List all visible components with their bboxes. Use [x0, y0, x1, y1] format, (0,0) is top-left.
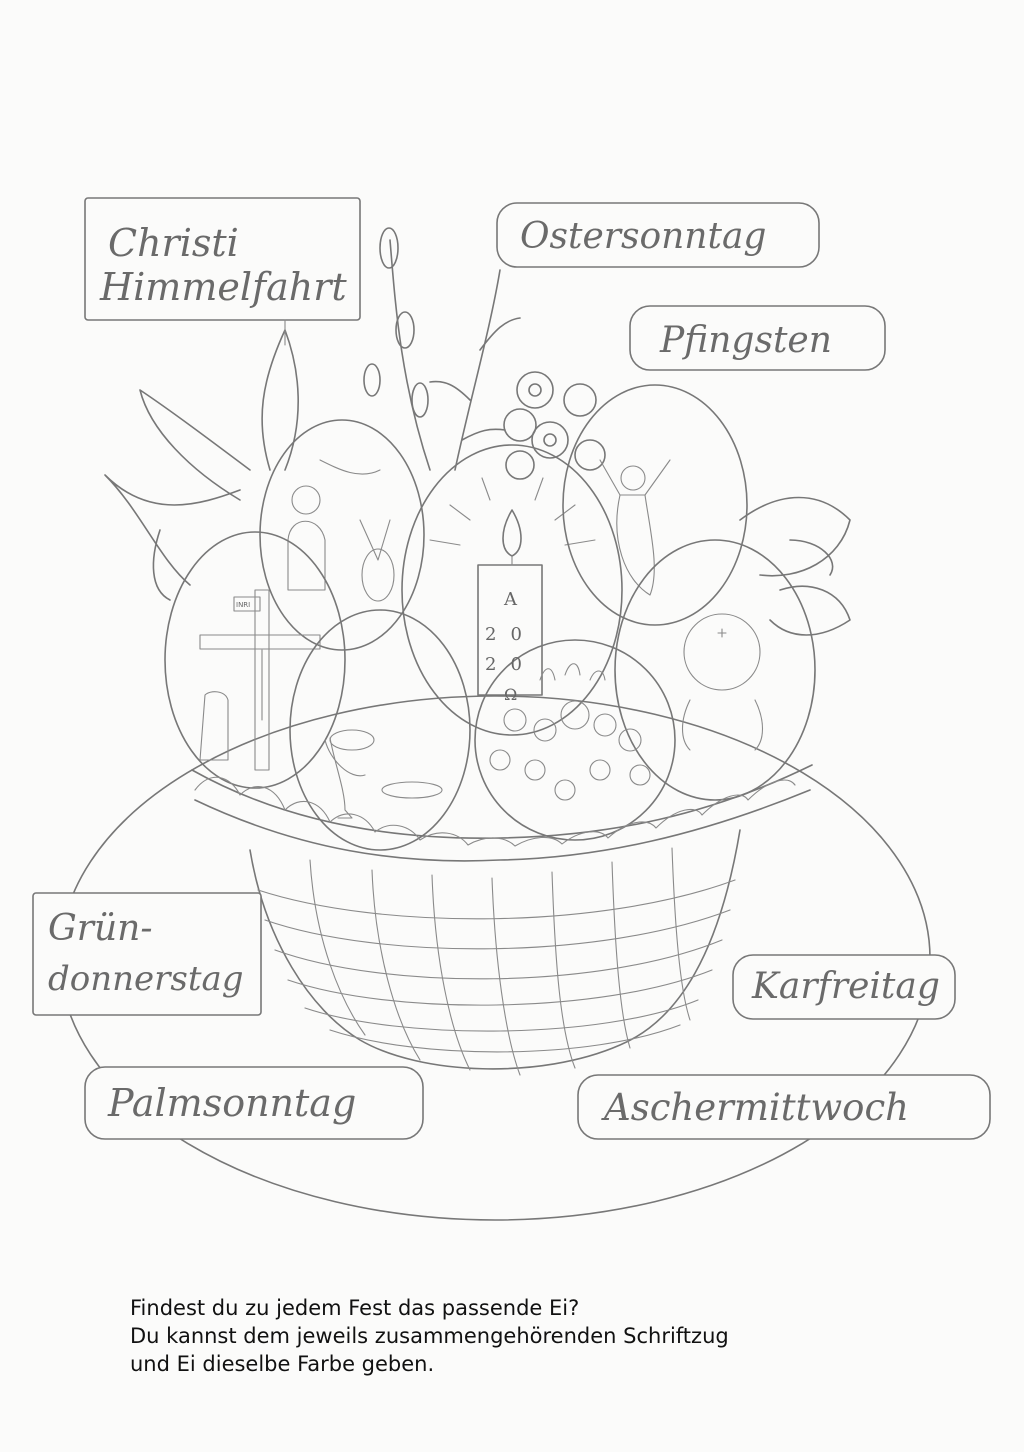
instructions-line-1: Findest du zu jedem Fest das passende Ei…	[130, 1296, 580, 1320]
candle-year-top: 20	[485, 624, 536, 645]
label-gruendonnerstag-text-line2: donnerstag	[48, 959, 244, 999]
label-aschermittwoch: Aschermittwoch	[577, 1074, 991, 1140]
instructions-line-2: Du kannst dem jeweils zusammengehörenden…	[130, 1324, 729, 1348]
label-palmsonntag: Palmsonntag	[84, 1066, 424, 1140]
egg-icon	[164, 384, 816, 851]
label-ostersonntag: Ostersonntag	[496, 202, 820, 268]
label-karfreitag: Karfreitag	[732, 954, 956, 1020]
candle-year-bottom: 20	[485, 654, 536, 675]
label-palmsonntag-text: Palmsonntag	[107, 1081, 356, 1125]
willow-branch-icon	[363, 227, 521, 471]
label-pfingsten-text: Pfingsten	[659, 320, 832, 361]
label-gruendonnerstag: Grün- donnerstag	[32, 892, 262, 1016]
label-aschermittwoch-text: Aschermittwoch	[601, 1086, 909, 1129]
label-pfingsten: Pfingsten	[629, 305, 886, 371]
flower-icon	[503, 371, 606, 480]
candle-alpha: A	[503, 589, 518, 610]
label-gruendonnerstag-text-line1: Grün-	[48, 908, 153, 949]
instructions-line-3: und Ei dieselbe Farbe geben.	[130, 1352, 435, 1376]
label-karfreitag-text: Karfreitag	[751, 966, 940, 1007]
flower-leaves-icon	[104, 329, 851, 636]
candle-rays-icon	[429, 477, 596, 546]
instructions-text: Findest du zu jedem Fest das passende Ei…	[130, 1294, 950, 1378]
cross-inri-sign: INRI	[236, 601, 250, 609]
label-christi-text-line2: Himmelfahrt	[99, 265, 347, 309]
label-christi-text-line1: Christi	[108, 221, 239, 265]
candle-omega: Ω	[504, 685, 517, 704]
label-christi-himmelfahrt: Christi Himmelfahrt	[84, 197, 361, 346]
basket-icon	[191, 764, 813, 1076]
label-ostersonntag-text: Ostersonntag	[520, 216, 766, 257]
